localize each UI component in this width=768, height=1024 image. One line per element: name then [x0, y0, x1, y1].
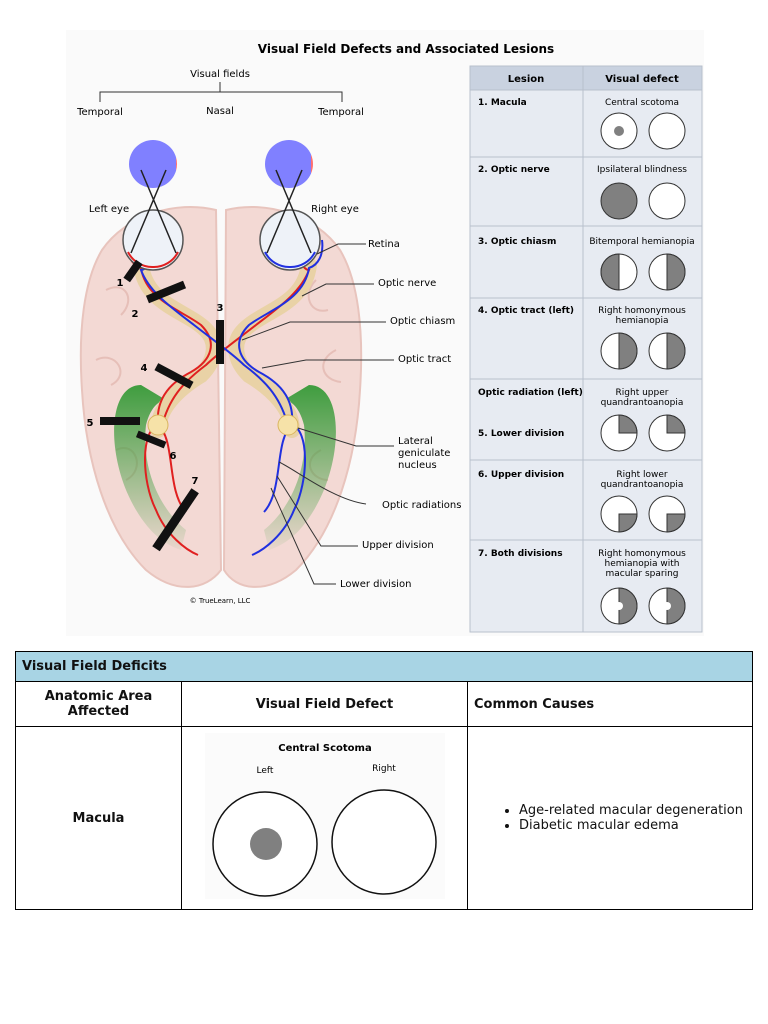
right-optic-radiation	[264, 385, 336, 550]
defect-row-6a: Right lower	[616, 470, 667, 480]
defect-header: Visual defect	[605, 74, 679, 85]
left-eye	[122, 209, 184, 271]
visual-pathway-figure: Visual Field Defects and Associated Lesi…	[66, 30, 704, 636]
header-visual-field-defect: Visual Field Defect	[181, 681, 468, 727]
defect-row-7c: macular sparing	[605, 569, 678, 579]
red-pathway	[126, 239, 311, 556]
area-macula: Macula	[15, 726, 182, 910]
diagram-right-field	[331, 789, 437, 895]
svg-text:7: 7	[192, 476, 199, 487]
callout-leaders	[241, 243, 394, 585]
right-lgn	[277, 414, 299, 436]
defect-row-6b: quandrantoanopia	[601, 480, 684, 490]
lesion-numbers: 1 2 3 4 5 6 7	[87, 278, 224, 487]
svg-text:1: 1	[117, 278, 124, 289]
svg-text:2: 2	[132, 309, 139, 320]
lesion-row-6: 6. Upper division	[478, 470, 564, 480]
right-eye-label: Right eye	[311, 204, 359, 215]
svg-text:6: 6	[170, 451, 177, 462]
lesion-row-1: 1. Macula	[478, 98, 527, 108]
left-lgn	[147, 414, 169, 436]
svg-text:Optic nerve: Optic nerve	[378, 278, 436, 289]
svg-text:5: 5	[87, 418, 94, 429]
defect-row-5b: quandrantoanopia	[601, 398, 684, 408]
lesion-bars	[100, 259, 224, 552]
svg-text:Lateral: Lateral	[398, 436, 433, 447]
svg-text:Retina: Retina	[368, 239, 400, 250]
list-item: Diabetic macular edema	[519, 818, 751, 833]
defect-diagram-cell: Central Scotoma Left Right	[181, 726, 468, 910]
svg-text:Optic tract: Optic tract	[398, 354, 451, 365]
common-causes-cell: Age-related macular degeneration Diabeti…	[467, 726, 753, 910]
temporal-left-label: Temporal	[76, 107, 123, 118]
list-item: Age-related macular degeneration	[519, 803, 751, 818]
diagram-title: Central Scotoma	[278, 743, 371, 754]
visual-fields-label: Visual fields	[190, 69, 250, 80]
table-caption: Visual Field Deficits	[15, 651, 753, 682]
svg-text:Optic chiasm: Optic chiasm	[390, 316, 455, 327]
causes-list: Age-related macular degeneration Diabeti…	[469, 803, 751, 833]
defect-icon-1-right	[648, 112, 686, 150]
svg-text:4: 4	[141, 363, 148, 374]
lesion-header: Lesion	[508, 74, 545, 85]
defect-icon-2-left	[600, 182, 638, 220]
defect-row-5a: Right upper	[616, 388, 669, 398]
defect-icon-2-right	[648, 182, 686, 220]
header-common-causes: Common Causes	[467, 681, 753, 727]
left-eye-label: Left eye	[89, 204, 129, 215]
right-eye	[259, 209, 321, 271]
left-visual-field	[129, 140, 177, 188]
defect-row-1: Central scotoma	[605, 98, 679, 108]
defect-row-7b: hemianopia with	[605, 559, 680, 569]
header-area-line-2: Affected	[67, 704, 130, 719]
lesion-row-3: 3. Optic chiasm	[478, 237, 556, 247]
svg-text:nucleus: nucleus	[398, 460, 437, 471]
left-retina	[127, 251, 179, 269]
central-scotoma-diagram: Central Scotoma Left Right	[205, 733, 445, 899]
right-retina	[264, 251, 316, 269]
defect-row-4a: Right homonymous	[598, 306, 686, 316]
defect-row-2: Ipsilateral blindness	[597, 165, 687, 175]
nasal-label: Nasal	[206, 106, 234, 117]
defect-row-3: Bitemporal hemianopia	[589, 237, 694, 247]
lesion-row-7: 7. Both divisions	[478, 549, 563, 559]
temporal-right-label: Temporal	[317, 107, 364, 118]
blue-pathway	[139, 239, 324, 556]
lesion-row-2: 2. Optic nerve	[478, 165, 550, 175]
diagram-left-label: Left	[257, 766, 274, 776]
visual-field-deficits-table: Visual Field Deficits Anatomic Area Affe…	[15, 651, 753, 910]
fields-bracket	[99, 82, 343, 102]
table-row: Macula Central Scotoma Left Right Age-re…	[15, 726, 753, 910]
left-eye-rays	[130, 169, 177, 254]
lesion-row-5b: 5. Lower division	[478, 429, 564, 439]
defect-row-7a: Right homonymous	[598, 549, 686, 559]
defect-row-4b: hemianopia	[616, 316, 669, 326]
svg-text:Lower division: Lower division	[340, 579, 411, 590]
lesion-row-5a: Optic radiation (left)	[478, 388, 583, 398]
lesion-table: Lesion Visual defect 1. Macula 2. Optic …	[469, 65, 703, 633]
diagram-right-label: Right	[372, 764, 396, 774]
right-eye-rays	[266, 169, 312, 254]
right-visual-field	[265, 140, 313, 188]
diagram-scotoma	[250, 828, 282, 860]
copyright: © TrueLearn, LLC	[190, 597, 251, 605]
svg-text:Optic radiations: Optic radiations	[382, 500, 461, 511]
svg-text:geniculate: geniculate	[398, 448, 450, 459]
header-area-line-1: Anatomic Area	[44, 689, 153, 704]
callout-labels: Retina Optic nerve Optic chiasm Optic tr…	[340, 239, 461, 590]
svg-text:Upper division: Upper division	[362, 540, 434, 551]
header-anatomic-area: Anatomic Area Affected	[15, 681, 182, 727]
left-optic-radiation	[114, 385, 186, 550]
figure-title: Visual Field Defects and Associated Lesi…	[258, 42, 554, 56]
svg-text:3: 3	[217, 303, 224, 314]
lesion-row-4: 4. Optic tract (left)	[478, 306, 574, 316]
